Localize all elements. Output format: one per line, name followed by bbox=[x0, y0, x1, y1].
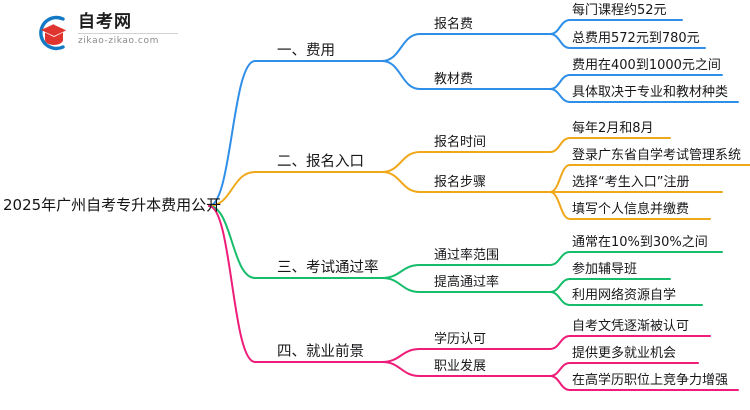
connector-line bbox=[381, 60, 421, 90]
subbranch-label-2-1[interactable]: 报名时间 bbox=[434, 135, 487, 150]
leaf-label-2-3[interactable]: 选择“考生入口”注册 bbox=[572, 175, 690, 190]
subbranch-label-2-2[interactable]: 报名步骤 bbox=[434, 175, 487, 190]
leaf-label-2-4[interactable]: 填写个人信息并缴费 bbox=[572, 202, 690, 217]
logo-divider bbox=[78, 33, 178, 34]
leaf-label-4-3[interactable]: 在高学历职位上竞争力增强 bbox=[572, 373, 729, 388]
connector-line bbox=[549, 278, 571, 293]
connector-line bbox=[381, 277, 421, 293]
connector-line bbox=[549, 375, 571, 391]
connector-line bbox=[549, 74, 571, 90]
connector-line bbox=[549, 291, 571, 306]
site-logo: 自考网 zikao-zikao.com bbox=[30, 10, 190, 56]
branch-label-4[interactable]: 四、就业前景 bbox=[277, 344, 364, 360]
connector-line bbox=[381, 361, 421, 377]
logo-mark-icon bbox=[39, 15, 68, 51]
leaf-label-2-2[interactable]: 登录广东省自学考试管理系统 bbox=[572, 148, 742, 163]
leaf-label-1-1[interactable]: 每门课程约52元 bbox=[572, 3, 667, 18]
root-node-label[interactable]: 2025年广州自考专升本费用公开 bbox=[3, 196, 222, 214]
connector-line bbox=[549, 335, 571, 350]
subbranch-label-3-2[interactable]: 提高通过率 bbox=[434, 275, 500, 290]
connector-line bbox=[549, 19, 571, 35]
connector-line bbox=[381, 264, 421, 279]
leaf-label-1-3[interactable]: 费用在400到1000元之间 bbox=[572, 58, 721, 73]
connector-line bbox=[549, 251, 571, 266]
subbranch-label-1-2[interactable]: 教材费 bbox=[434, 72, 474, 87]
leaf-label-3-2[interactable]: 参加辅导班 bbox=[572, 262, 638, 277]
branch-label-2[interactable]: 二、报名入口 bbox=[277, 154, 364, 170]
subbranch-label-4-1[interactable]: 学历认可 bbox=[434, 332, 487, 347]
connector-line bbox=[549, 164, 571, 193]
connector-line bbox=[549, 33, 571, 49]
branch-label-3[interactable]: 三、考试通过率 bbox=[277, 260, 379, 276]
logo-text-block: 自考网 zikao-zikao.com bbox=[78, 12, 178, 47]
leaf-label-3-1[interactable]: 通常在10%到30%之间 bbox=[572, 235, 708, 250]
connector-line bbox=[381, 33, 421, 62]
logo-domain: zikao-zikao.com bbox=[78, 36, 159, 46]
connector-line bbox=[381, 348, 421, 363]
subbranch-label-4-2[interactable]: 职业发展 bbox=[434, 359, 487, 374]
connector-line bbox=[208, 205, 256, 363]
subbranch-label-3-1[interactable]: 通过率范围 bbox=[434, 248, 500, 263]
branch-label-1[interactable]: 一、费用 bbox=[277, 43, 335, 59]
leaf-label-4-1[interactable]: 自考文凭逐渐被认可 bbox=[572, 319, 690, 334]
connector-line bbox=[381, 151, 421, 173]
connector-line bbox=[549, 88, 571, 103]
leaf-label-3-3[interactable]: 利用网络资源自学 bbox=[572, 288, 677, 303]
connector-line bbox=[549, 362, 571, 377]
subbranch-label-1-1[interactable]: 报名费 bbox=[434, 17, 474, 32]
connector-line bbox=[208, 60, 256, 207]
leaf-label-1-2[interactable]: 总费用572元到780元 bbox=[572, 31, 700, 46]
leaf-label-2-1[interactable]: 每年2月和8月 bbox=[572, 121, 654, 136]
logo-title: 自考网 bbox=[78, 12, 132, 32]
connector-line bbox=[549, 137, 571, 153]
leaf-label-4-2[interactable]: 提供更多就业机会 bbox=[572, 346, 677, 361]
leaf-label-1-4[interactable]: 具体取决于专业和教材种类 bbox=[572, 85, 729, 100]
connector-line bbox=[549, 191, 571, 220]
connector-line bbox=[208, 205, 256, 279]
connector-line bbox=[381, 171, 421, 193]
